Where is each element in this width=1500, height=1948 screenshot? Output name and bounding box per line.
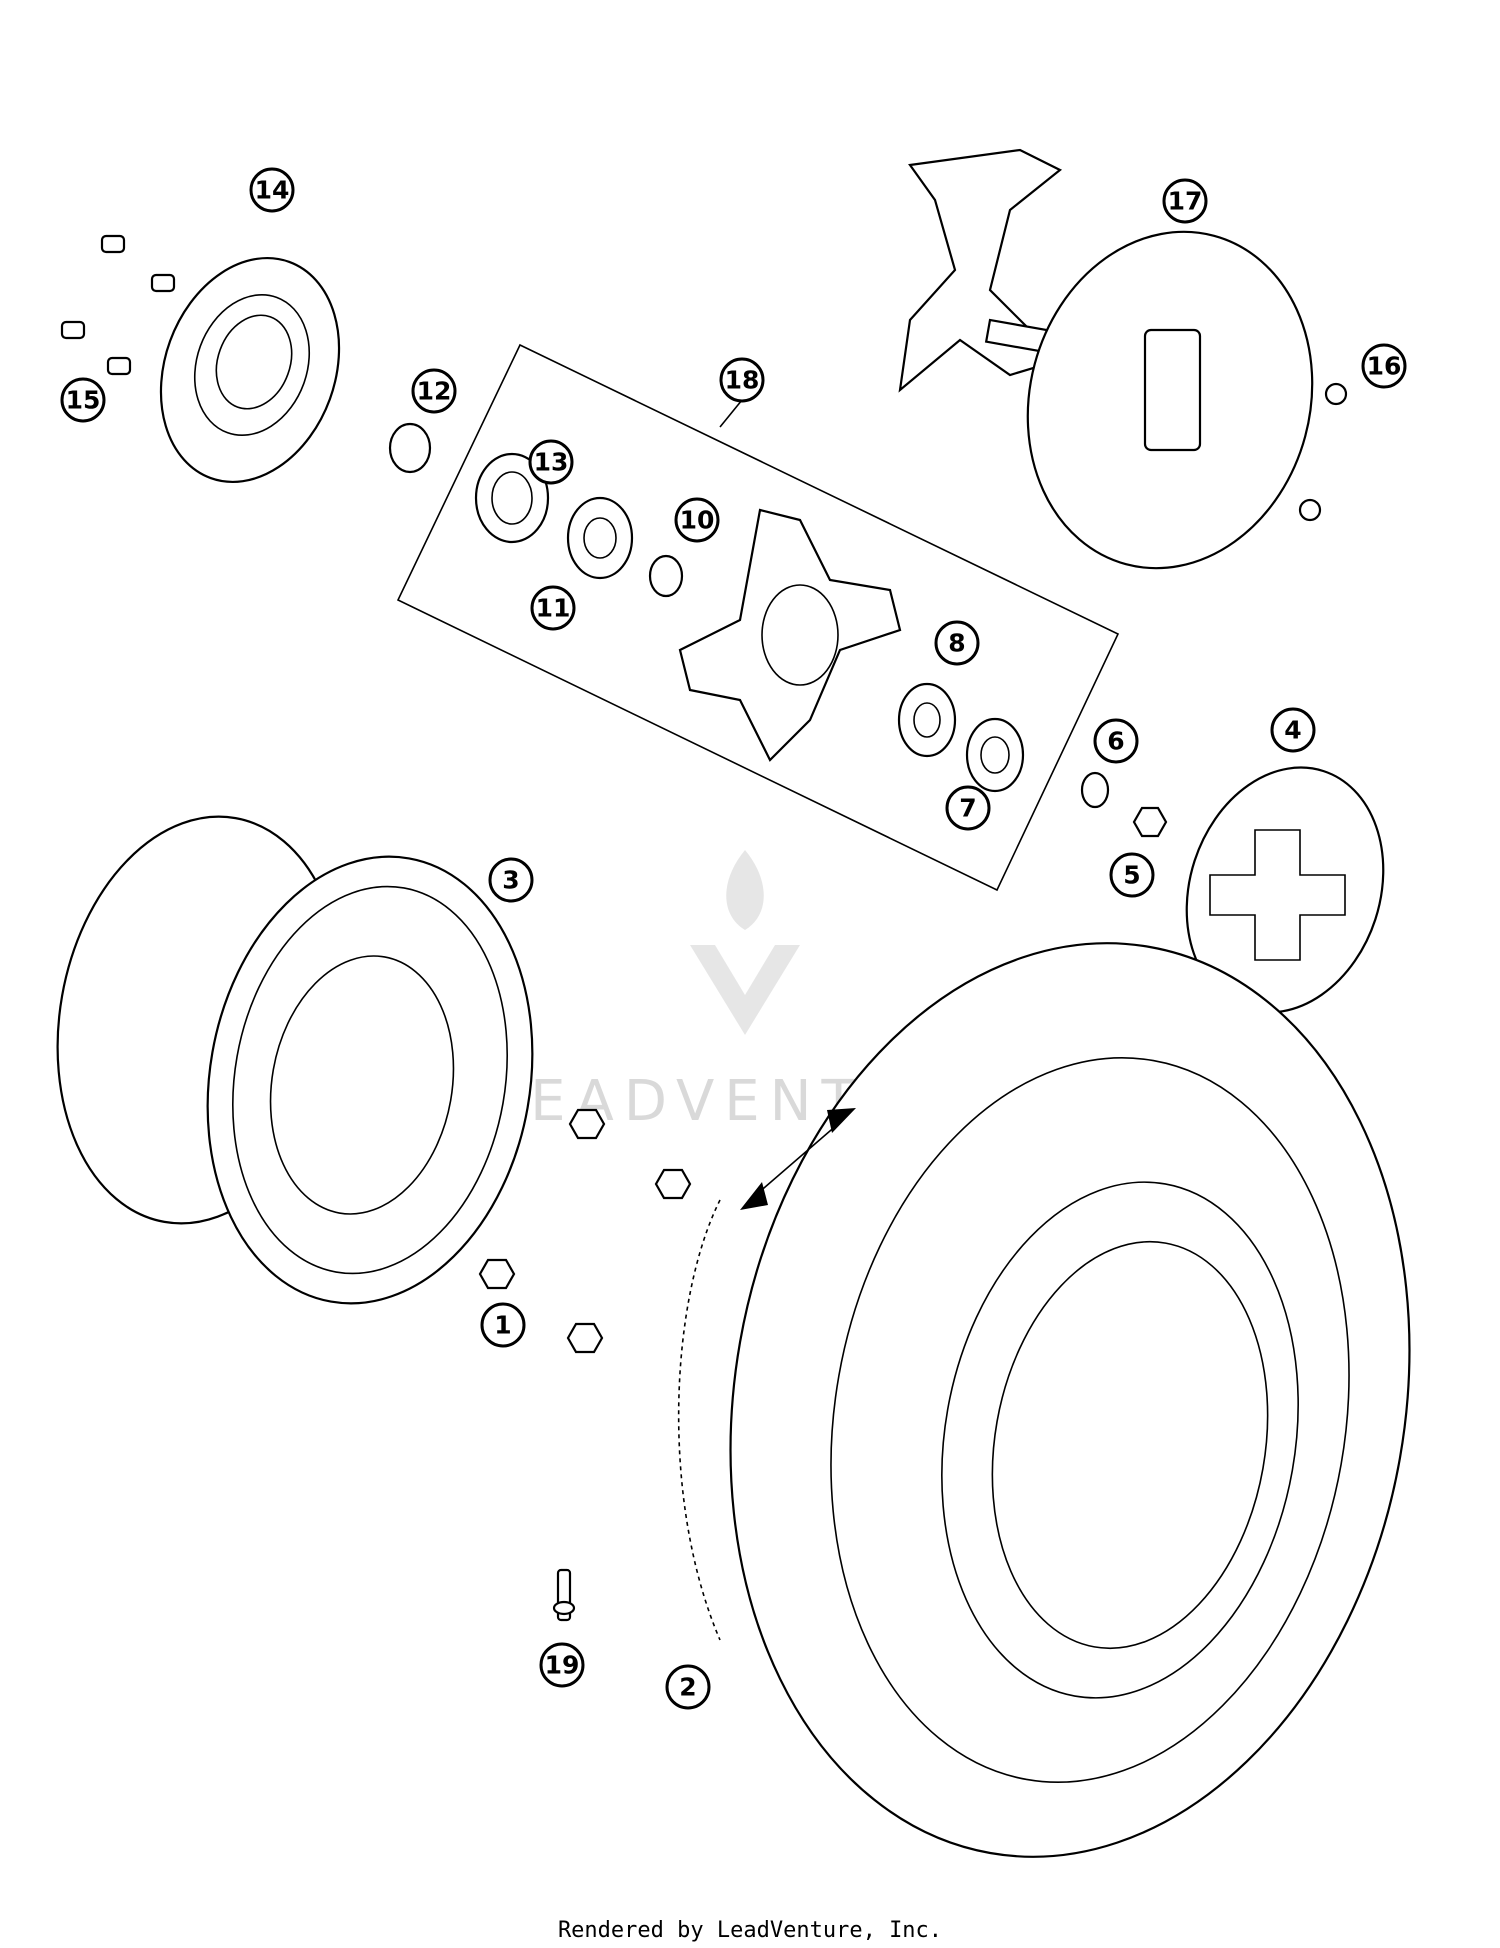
svg-text:18: 18: [725, 366, 760, 395]
callout-14: 14: [249, 167, 295, 213]
lug-nuts-1: [478, 1108, 692, 1354]
hub-assembly-box-18: [396, 343, 1120, 892]
callout-8: 8: [934, 620, 980, 666]
watermark-logo: [690, 850, 800, 1035]
callout-13: 13: [528, 439, 574, 485]
callout-10: 10: [674, 497, 720, 543]
callout-15: 15: [60, 377, 106, 423]
rotation-arrow: [740, 1108, 856, 1210]
spacer-6: [1080, 771, 1110, 809]
callout-5: 5: [1109, 852, 1155, 898]
hub-assembly-parts: [388, 422, 1025, 793]
callout-1: 1: [480, 1302, 526, 1348]
svg-text:15: 15: [66, 386, 101, 415]
svg-text:2: 2: [679, 1673, 696, 1702]
callout-7: 7: [945, 785, 991, 831]
bolts-15: [60, 234, 176, 376]
callout-12: 12: [411, 368, 457, 414]
valve-19: [552, 1568, 576, 1622]
rim-3: [56, 815, 534, 1305]
svg-text:14: 14: [255, 176, 290, 205]
callout-19: 19: [539, 1642, 585, 1688]
callout-18: 18: [719, 357, 765, 403]
callout-3: 3: [488, 857, 534, 903]
svg-text:11: 11: [536, 594, 571, 623]
svg-text:4: 4: [1284, 716, 1301, 745]
disc-guard-17: [1026, 230, 1314, 570]
tire-2: [677, 942, 1411, 1858]
svg-text:17: 17: [1168, 187, 1203, 216]
svg-text:13: 13: [534, 448, 569, 477]
svg-text:10: 10: [680, 506, 715, 535]
svg-text:16: 16: [1367, 352, 1402, 381]
svg-text:19: 19: [545, 1651, 580, 1680]
svg-text:7: 7: [959, 794, 976, 823]
callout-6: 6: [1093, 718, 1139, 764]
bolts-16: [1298, 382, 1348, 522]
callout-4: 4: [1270, 707, 1316, 753]
svg-text:5: 5: [1123, 861, 1140, 890]
nut-5: [1132, 806, 1168, 838]
callout-2: 2: [665, 1664, 711, 1710]
callout-16: 16: [1361, 343, 1407, 389]
footer-credit: Rendered by LeadVenture, Inc.: [557, 1918, 943, 1943]
svg-text:3: 3: [502, 866, 519, 895]
svg-text:12: 12: [417, 377, 452, 406]
callout-17: 17: [1162, 178, 1208, 224]
svg-text:8: 8: [948, 629, 965, 658]
brake-disc-14: [159, 256, 341, 484]
callout-11: 11: [530, 585, 576, 631]
svg-text:1: 1: [494, 1311, 511, 1340]
svg-text:6: 6: [1107, 727, 1124, 756]
